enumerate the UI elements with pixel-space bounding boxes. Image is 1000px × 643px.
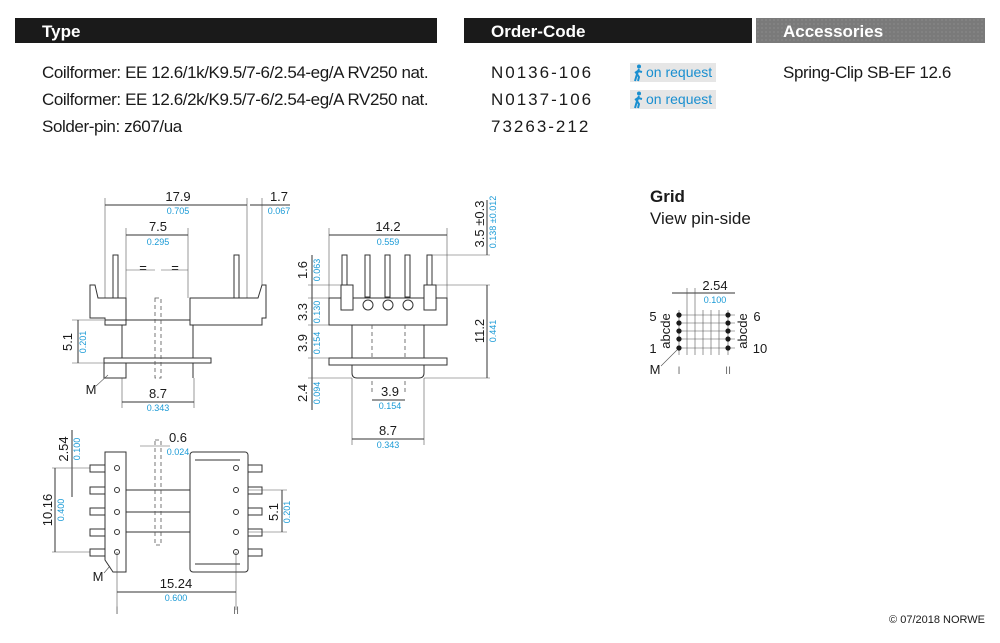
bottom-pins-left [89,464,106,557]
dim-3-3-inch: 0.130 [312,301,322,324]
grid-label-1: 1 [649,341,656,356]
dim-3-5-inch: 0.138 ±0.012 [488,196,498,248]
dim-14-2-inch: 0.559 [377,237,400,247]
grid-subtitle: View pin-side [650,209,751,228]
copyright: © 07/2018 NORWE [889,614,985,626]
dim-5-1-inch: 0.201 [78,331,88,354]
grid-pitch-inch: 0.100 [704,295,727,305]
dim-14-2: 14.2 [375,219,400,234]
dim-8-7: 8.7 [149,386,167,401]
dim-11-2: 11.2 [472,319,487,343]
dim-3-3: 3.3 [295,303,310,321]
marker-m: M [93,569,104,584]
type-header: Type [15,18,437,43]
marker-m: M [86,382,97,397]
on-request-badge-2[interactable]: on request [630,90,717,109]
grid-title: Grid [650,187,685,206]
dim-8-7-inch: 0.343 [147,403,170,413]
grid-marker-m: M [650,362,661,377]
dim-3-5: 3.5 ±0.3 [472,201,487,248]
order-code-1: N0136-106 [491,63,594,82]
dim-7-5-inch: 0.295 [147,237,170,247]
dim-2-4-inch: 0.094 [312,382,322,405]
dim-3-9: 3.9 [381,384,399,399]
grid-letters-right: abcde [735,313,750,348]
dim-0-6: 0.6 [169,430,187,445]
accessories-header: Accessories [756,18,985,43]
dim-17-9: 17.9 [165,189,190,204]
grid-letters-left: abcde [658,313,673,348]
type-row-3: Solder-pin: z607/ua [42,117,182,137]
dim-5-1: 5.1 [60,333,75,351]
order-code-header: Order-Code [464,18,752,43]
dim-1-7-inch: 0.067 [268,206,291,216]
pin-grid-diagram: 2.54 0.100 5 1 6 10 abcde abcde M I II [649,278,767,377]
side-view-drawing: 14.2 0.559 3.5 ±0.3 0.138 ±0.012 11.2 0.… [295,196,498,450]
dim-8-7-side: 8.7 [379,423,397,438]
dim-2-54: 2.54 [56,436,71,461]
dim-2-54-inch: 0.100 [72,438,82,461]
row-label: Coilformer: [42,63,121,82]
dim-3-9-vertical: 3.9 [295,334,310,352]
dim-10-16-inch: 0.400 [56,499,66,522]
on-request-badge-1[interactable]: on request [630,63,717,82]
grid-pins [676,312,731,351]
row-label: Solder-pin: [42,117,120,136]
dim-7-5: 7.5 [149,219,167,234]
grid-row-II: II [725,365,731,377]
dim-5-1-bottom-inch: 0.201 [282,501,292,524]
grid-row-I: I [677,365,680,377]
accessory-item: Spring-Clip SB-EF 12.6 [783,63,951,82]
front-view-drawing: 17.9 0.705 1.7 0.067 7.5 0.295 = = 5.1 0… [60,189,290,413]
dim-1-6-inch: 0.063 [312,259,322,282]
on-request-label: on request [646,91,713,107]
bottom-view-drawing: 2.54 0.100 0.6 0.024 10.16 0.400 5.1 [40,430,292,617]
dim-8-7-side-inch: 0.343 [377,440,400,450]
walking-person-icon [634,91,643,109]
equal-mark: = [171,260,179,275]
dim-15-24-inch: 0.600 [165,593,188,603]
row-label-II: II [233,605,239,617]
row-type: z607/ua [124,117,182,136]
dim-1-6: 1.6 [295,261,310,279]
bottom-pins-right [247,464,263,557]
grid-label-5: 5 [649,309,656,324]
dim-3-9-vertical-inch: 0.154 [312,332,322,355]
row-label-I: I [115,605,118,617]
walking-person-icon [634,64,643,82]
on-request-label: on request [646,64,713,80]
dim-17-9-inch: 0.705 [167,206,190,216]
type-row-2: Coilformer: EE 12.6/2k/K9.5/7-6/2.54-eg/… [42,90,429,110]
equal-mark: = [139,260,147,275]
order-code-2: N0137-106 [491,90,594,109]
dim-15-24: 15.24 [160,576,193,591]
pin-holes [114,465,239,555]
dim-5-1-bottom: 5.1 [266,503,281,521]
order-code-3: 73263-212 [491,117,591,136]
dim-11-2-inch: 0.441 [488,320,498,343]
dim-1-7: 1.7 [270,189,288,204]
dim-0-6-inch: 0.024 [167,447,190,457]
dim-10-16: 10.16 [40,494,55,527]
row-type: EE 12.6/1k/K9.5/7-6/2.54-eg/A RV250 nat. [125,63,429,82]
type-row-1: Coilformer: EE 12.6/1k/K9.5/7-6/2.54-eg/… [42,63,429,83]
grid-pitch: 2.54 [702,278,727,293]
row-type: EE 12.6/2k/K9.5/7-6/2.54-eg/A RV250 nat. [125,90,429,109]
dim-3-9-inch: 0.154 [379,401,402,411]
grid-label-10: 10 [753,341,767,356]
dim-2-4: 2.4 [295,384,310,402]
row-label: Coilformer: [42,90,121,109]
grid-label-6: 6 [753,309,760,324]
